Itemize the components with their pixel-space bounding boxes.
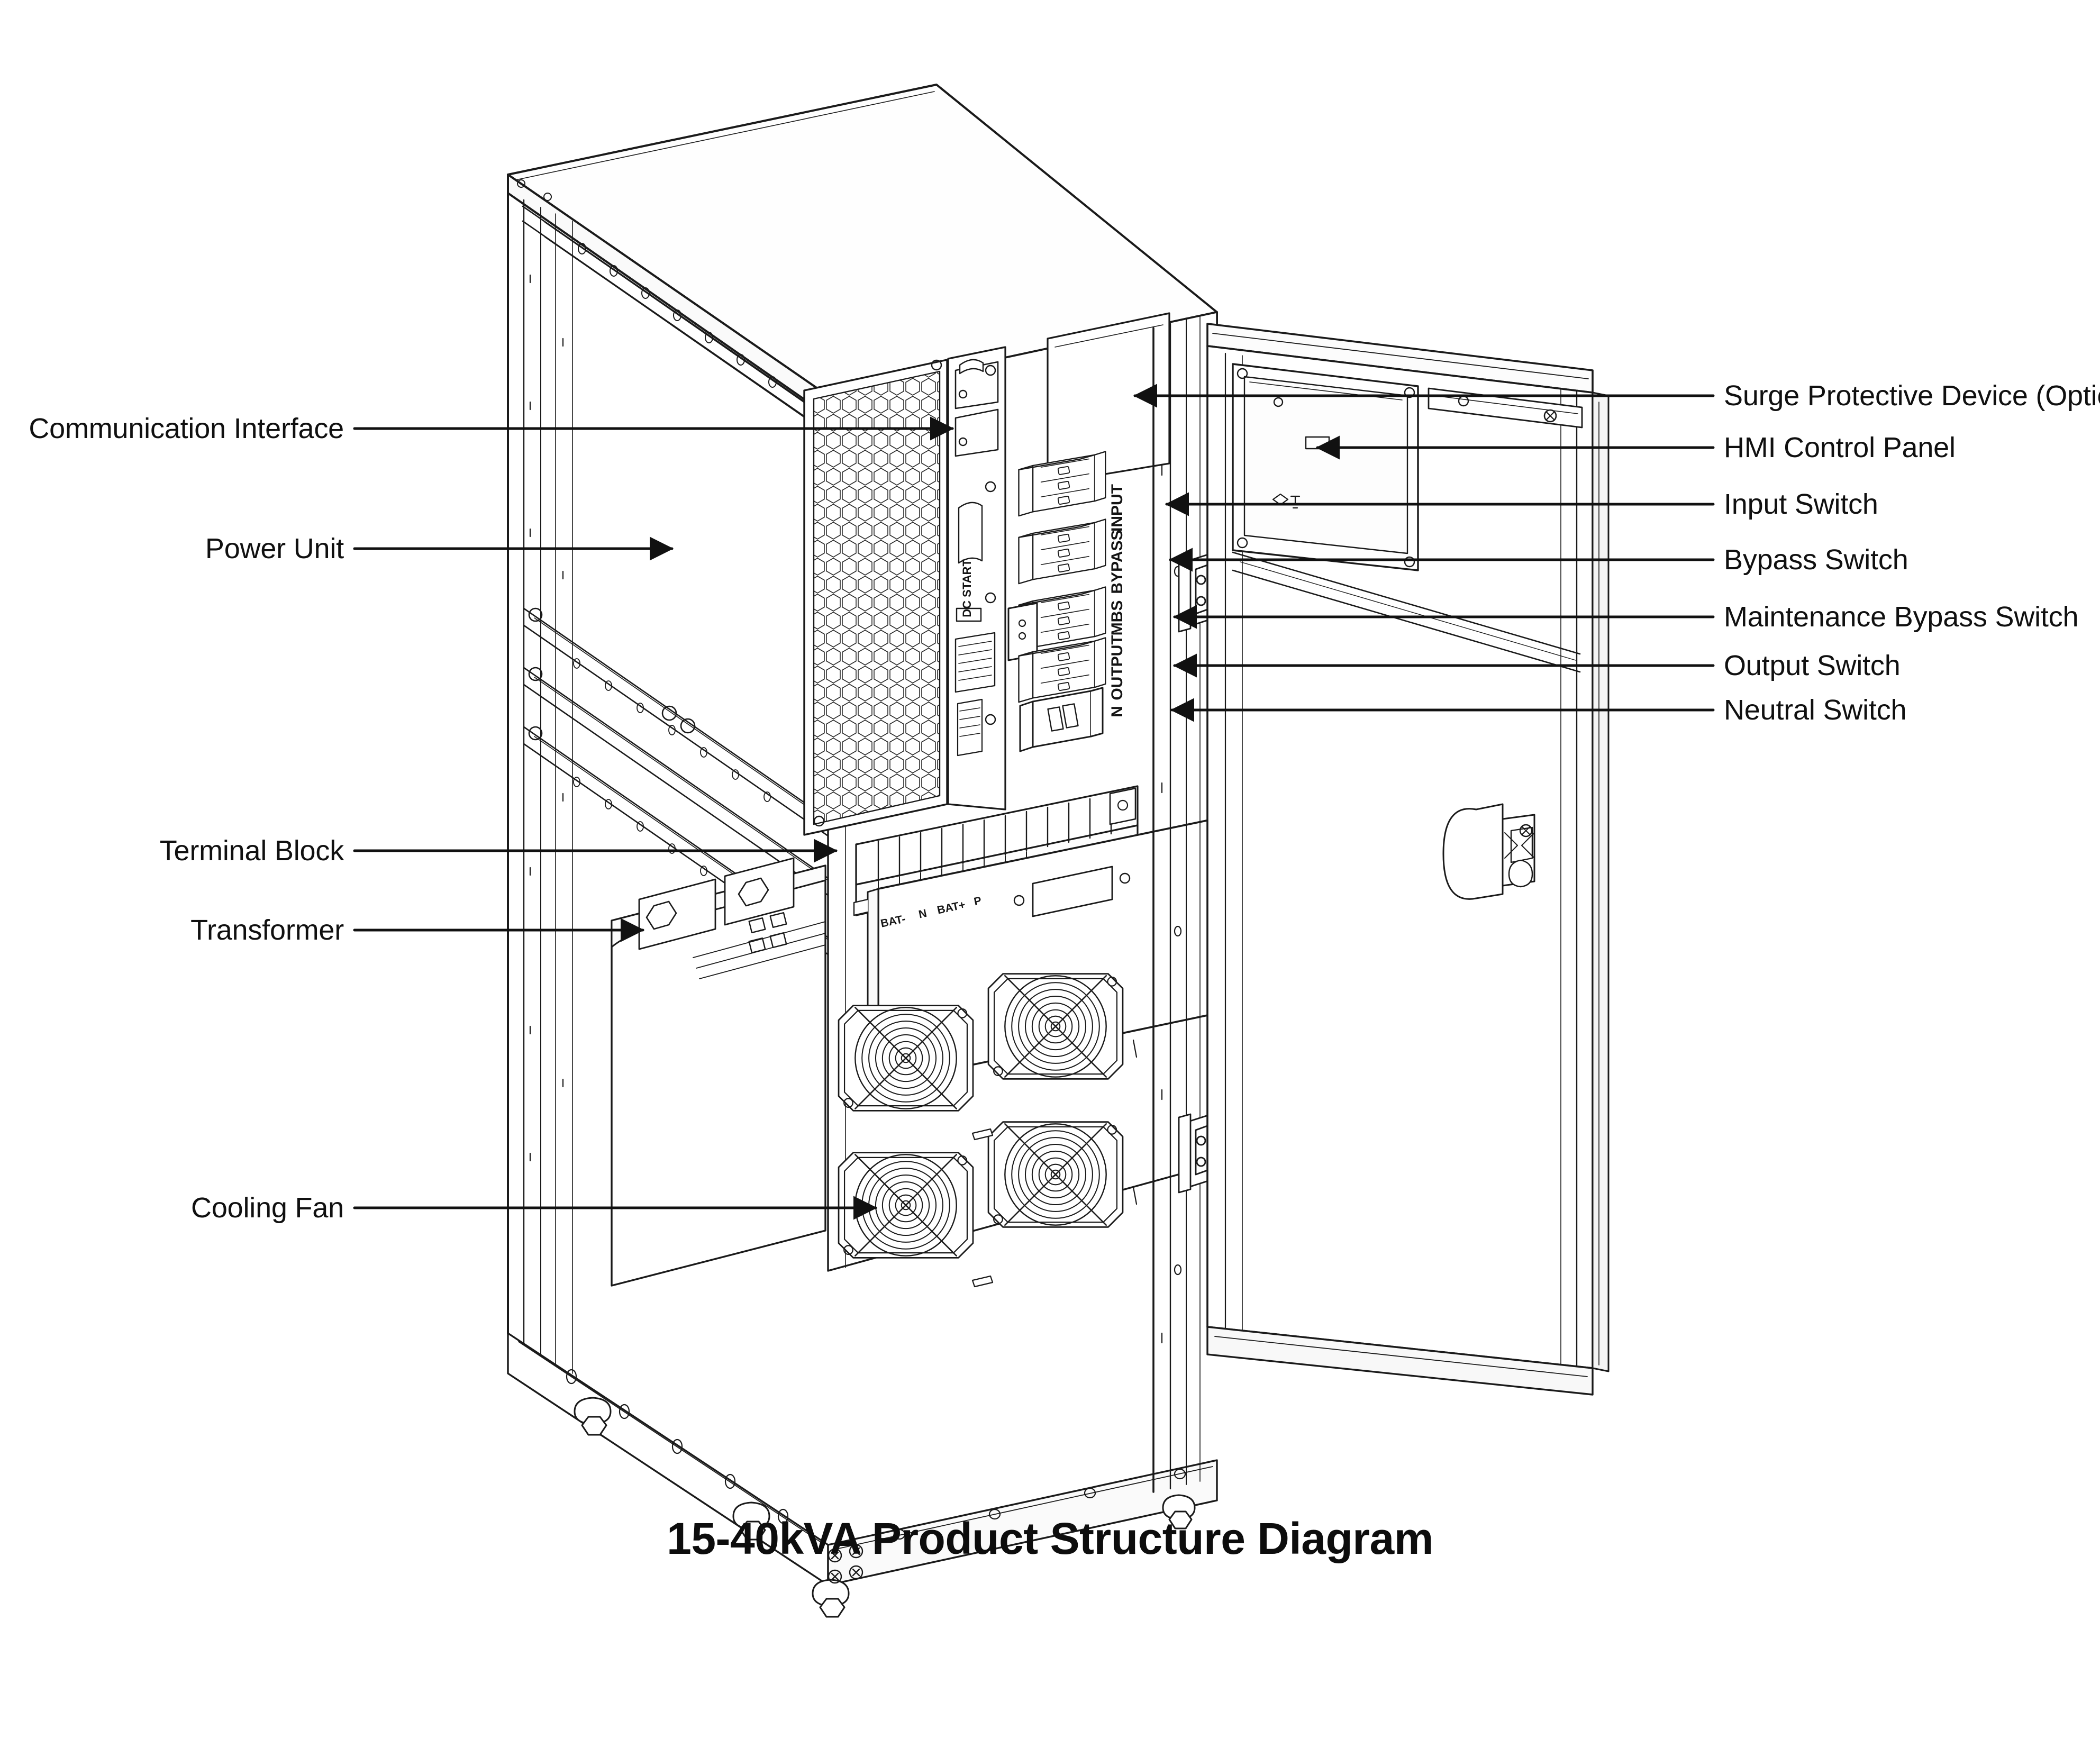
label-power-unit-text: Power Unit bbox=[205, 533, 344, 565]
breaker-marking-n-text: N bbox=[1108, 706, 1126, 717]
label-transformer: Transformer bbox=[190, 916, 344, 944]
cooling-fan-array bbox=[838, 973, 1138, 1288]
transformer bbox=[611, 857, 826, 1287]
label-input-switch: Input Switch bbox=[1724, 490, 1878, 518]
label-hmi-control-panel: HMI Control Panel bbox=[1724, 433, 1956, 462]
leader-lines-right bbox=[1133, 384, 1715, 722]
label-surge-protective-device: Surge Protective Device (Optional) bbox=[1724, 381, 2100, 410]
label-power-unit: Power Unit bbox=[205, 534, 344, 563]
cabinet-left-frame bbox=[507, 192, 829, 1374]
breaker-marking-mbs: MBS bbox=[1108, 600, 1126, 636]
breaker-marking-input-text: INPUT bbox=[1108, 484, 1126, 532]
breaker-marking-output: OUTPUT bbox=[1108, 635, 1126, 700]
label-terminal-block: Terminal Block bbox=[160, 836, 344, 865]
breaker-marking-input: INPUT bbox=[1108, 484, 1126, 532]
label-terminal-block-text: Terminal Block bbox=[159, 835, 344, 867]
label-hmi-control-panel-text: HMI Control Panel bbox=[1724, 432, 1956, 463]
breaker-marking-bypass: BYPASS bbox=[1108, 530, 1126, 594]
dc-start-marking: DC START bbox=[960, 559, 974, 617]
label-maintenance-bypass-switch: Maintenance Bypass Switch bbox=[1724, 601, 2079, 633]
label-maintenance-bypass-switch-text: Maintenance Bypass Switch bbox=[1724, 601, 2079, 633]
surge-protective-device bbox=[1047, 312, 1170, 485]
dc-start-marking-text: DC START bbox=[960, 559, 974, 617]
label-cooling-fan-text: Cooling Fan bbox=[191, 1192, 344, 1224]
label-cooling-fan: Cooling Fan bbox=[191, 1194, 344, 1222]
cabinet-door-open bbox=[1206, 323, 1610, 1396]
leader-lines-left bbox=[353, 416, 954, 1220]
power-unit-module bbox=[947, 346, 1006, 811]
breaker-marking-mbs-text: MBS bbox=[1108, 600, 1126, 636]
label-input-switch-text: Input Switch bbox=[1724, 488, 1878, 520]
ventilation-panel bbox=[803, 359, 948, 836]
label-bypass-switch-text: Bypass Switch bbox=[1724, 544, 1908, 576]
breaker-marking-bypass-text: BYPASS bbox=[1108, 530, 1126, 594]
breaker-marking-output-text: OUTPUT bbox=[1108, 635, 1126, 700]
page-title: 15-40kVA Product Structure Diagram bbox=[667, 1514, 1433, 1563]
breaker-marking-n: N bbox=[1108, 706, 1126, 717]
label-communication-interface-text: Communication Interface bbox=[29, 413, 344, 444]
label-transformer-text: Transformer bbox=[190, 914, 344, 946]
label-communication-interface: Communication Interface bbox=[29, 414, 344, 443]
label-neutral-switch-text: Neutral Switch bbox=[1724, 694, 1907, 726]
cabinet-base bbox=[507, 1332, 1218, 1618]
label-neutral-switch: Neutral Switch bbox=[1724, 694, 1907, 726]
label-output-switch-text: Output Switch bbox=[1724, 650, 1901, 681]
label-surge-protective-device-text: Surge Protective Device (Optional) bbox=[1724, 380, 2100, 412]
label-output-switch: Output Switch bbox=[1724, 651, 1901, 680]
door-latch bbox=[1442, 803, 1535, 900]
breaker-assembly bbox=[1007, 451, 1106, 752]
label-bypass-switch: Bypass Switch bbox=[1724, 545, 1908, 574]
